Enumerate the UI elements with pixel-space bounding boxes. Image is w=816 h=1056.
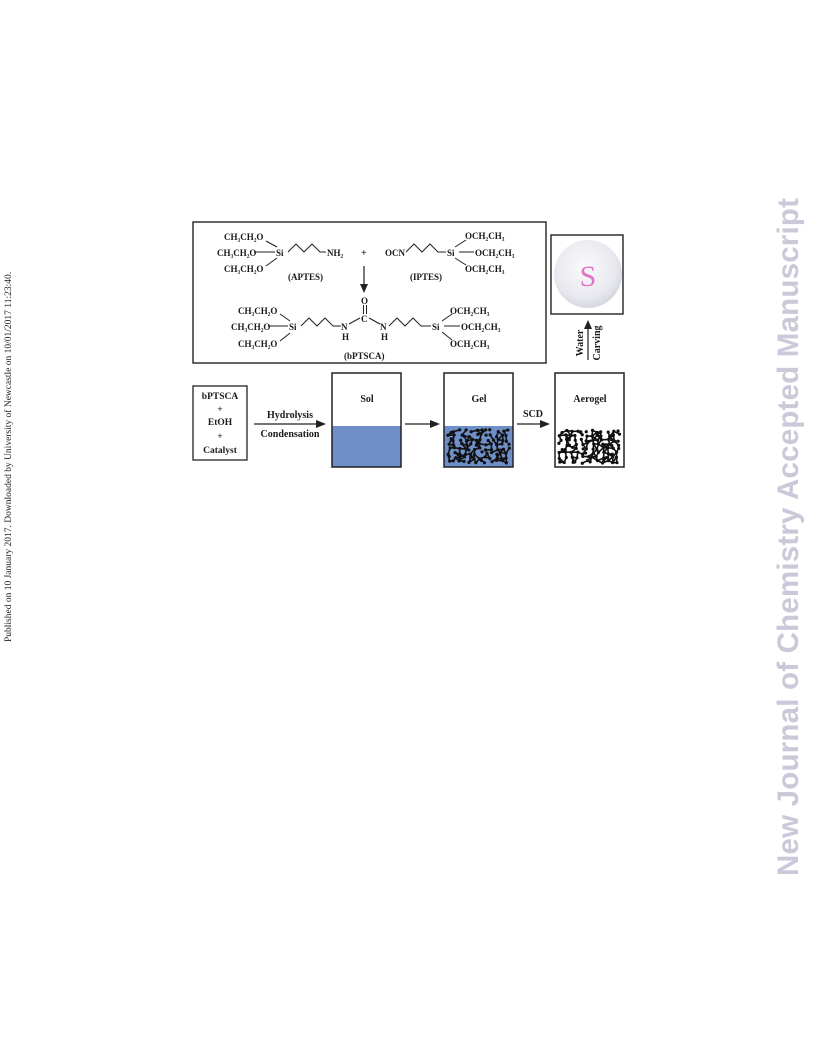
bptsca-n-right: N — [380, 322, 387, 332]
plus-sign: + — [361, 248, 367, 259]
carving-label-water: Water — [575, 329, 586, 356]
reagent-box — [192, 385, 248, 461]
hydrolysis-arrow — [254, 420, 326, 428]
bptsca-h-left: H — [342, 332, 349, 342]
reaction-frame — [192, 221, 547, 364]
reagent-catalyst: Catalyst — [203, 446, 238, 456]
reaction-arrow — [360, 266, 368, 293]
bptsca-l2: CH₃CH₂O — [231, 322, 270, 332]
aptes-r1: CH₃CH₂O — [224, 232, 263, 242]
aptes-r3: CH₃CH₂O — [224, 264, 263, 274]
bptsca-n-left: N — [341, 322, 348, 332]
iptes-r3: OCH₂CH₃ — [465, 264, 505, 274]
aerogel-label: Aerogel — [573, 394, 606, 405]
bptsca-r3: OCH₂CH₃ — [450, 339, 490, 349]
bptsca-structure: CH₃CH₂O CH₃CH₂O CH₃CH₂O Si N H C O N H S… — [231, 296, 501, 361]
bptsca-si-left: Si — [289, 322, 297, 332]
gel-network — [446, 428, 511, 465]
aerogel-container: Aerogel — [554, 372, 625, 468]
bptsca-carbon: C — [361, 314, 368, 324]
sol-label: Sol — [360, 394, 374, 405]
aerogel-network — [557, 428, 622, 465]
iptes-r1: OCH₂CH₃ — [465, 231, 505, 241]
sample-letter: S — [580, 260, 597, 293]
bptsca-r1: OCH₂CH₃ — [450, 306, 490, 316]
iptes-label: (IPTES) — [410, 272, 442, 282]
reagent-plus-2: + — [217, 432, 222, 442]
aptes-si: Si — [276, 248, 284, 258]
aptes-label: (APTES) — [288, 272, 323, 282]
reagent-etoh: EtOH — [208, 418, 233, 428]
reagent-plus-1: + — [217, 405, 222, 415]
aptes-nh2: NH₂ — [327, 248, 344, 258]
iptes-structure: OCN Si OCH₂CH₃ OCH₂CH₃ OCH₂CH₃ (IPTES) — [385, 231, 515, 282]
iptes-r2: OCH₂CH₃ — [475, 248, 515, 258]
bptsca-l3: CH₃CH₂O — [238, 339, 277, 349]
aptes-structure: CH₃CH₂O CH₃CH₂O CH₃CH₂O Si NH₂ (APTES) — [217, 232, 344, 282]
reagent-bptsca: bPTSCA — [202, 392, 239, 402]
gel-label: Gel — [472, 394, 487, 405]
condensation-label: Condensation — [261, 429, 320, 440]
bptsca-r2: OCH₂CH₃ — [461, 322, 501, 332]
scd-label: SCD — [523, 409, 543, 420]
bptsca-oxygen: O — [361, 296, 368, 306]
gel-container: Gel — [443, 372, 514, 468]
iptes-ocn: OCN — [385, 248, 406, 258]
hydrolysis-label: Hydrolysis — [267, 410, 313, 421]
sol-container: Sol — [331, 372, 402, 468]
carving-label-carving: Carving — [592, 326, 603, 361]
bptsca-l1: CH₃CH₂O — [238, 306, 277, 316]
bptsca-h-right: H — [381, 332, 388, 342]
scd-arrow — [517, 420, 550, 428]
iptes-si: Si — [447, 248, 455, 258]
aerogel-disc — [554, 240, 622, 308]
carving-arrow — [584, 320, 592, 360]
bptsca-label: (bPTSCA) — [344, 351, 385, 361]
sol-to-gel-arrow — [405, 420, 440, 428]
bptsca-si-right: Si — [432, 322, 440, 332]
aptes-r2: CH₃CH₂O — [217, 248, 256, 258]
